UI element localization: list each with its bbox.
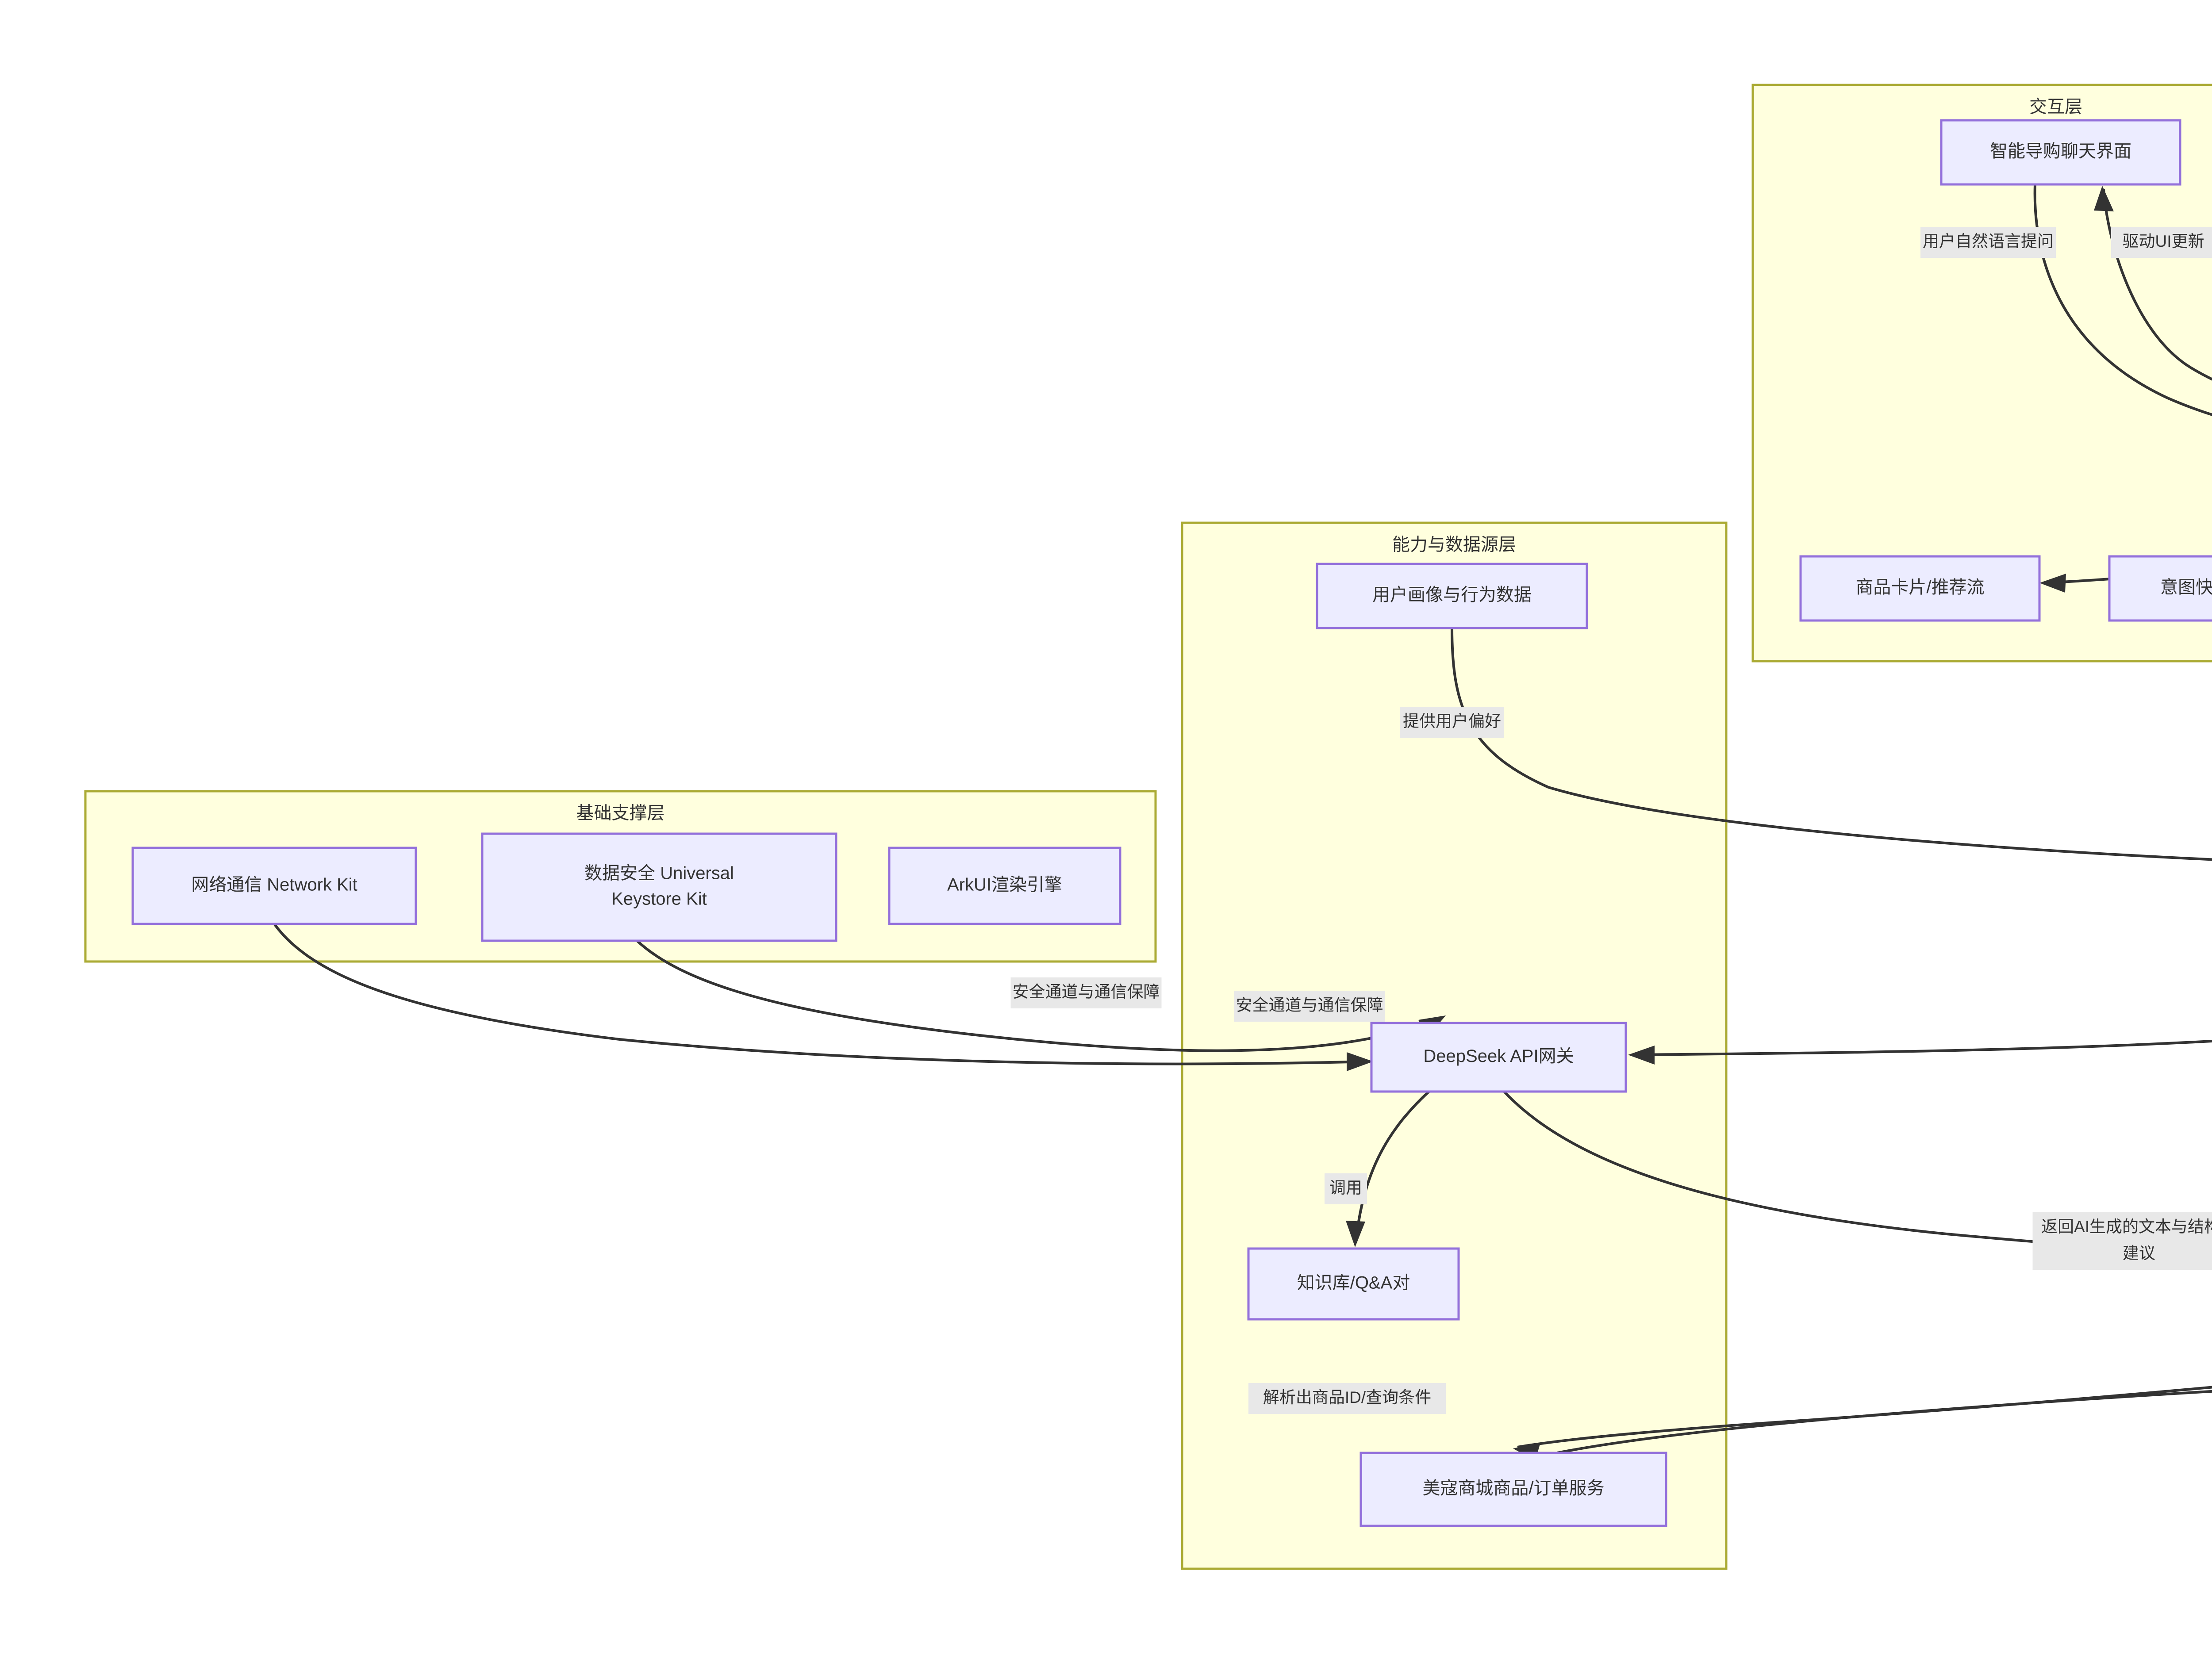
node-box-deepseek_gw[interactable] <box>1370 1022 1627 1093</box>
node-label-deepseek_gw: DeepSeek API网关 <box>1423 1046 1574 1066</box>
node-user_profile[interactable]: 用户画像与行为数据 <box>1316 563 1588 629</box>
edge-label-bg-e1 <box>1920 227 2056 258</box>
node-arkui_engine[interactable]: ArkUI渲染引擎 <box>888 847 1121 925</box>
edge-label-e8: 返回AI生成的文本与结构化建议 <box>2032 1212 2212 1270</box>
node-network_kit[interactable]: 网络通信 Network Kit <box>131 847 417 925</box>
edge-label-e13: 安全通道与通信保障 <box>1010 977 1162 1008</box>
node-intent_button[interactable]: 意图快捷按钮 <box>2108 555 2212 622</box>
node-knowledge_qa[interactable]: 知识库/Q&A对 <box>1247 1247 1460 1321</box>
edge-label-text-e12: 提供用户偏好 <box>1403 712 1501 730</box>
edge-label-bg-e2 <box>2111 227 2212 258</box>
edge-label-e2: 驱动UI更新 <box>2111 227 2212 258</box>
edge-label-bg-e9 <box>1248 1383 1446 1414</box>
edge-label-e7: 调用 <box>1325 1173 1367 1204</box>
node-label-user_profile: 用户画像与行为数据 <box>1372 585 1532 605</box>
node-label-keystore_kit: Keystore Kit <box>611 889 707 909</box>
node-label-keystore_kit: 数据安全 Universal <box>584 864 734 883</box>
edge-label-e9: 解析出商品ID/查询条件 <box>1248 1383 1446 1414</box>
node-label-chat_ui: 智能导购聊天界面 <box>1990 142 2131 161</box>
node-chat_ui[interactable]: 智能导购聊天界面 <box>1940 119 2181 186</box>
edge-networkkit-to-gateway <box>273 923 1373 1071</box>
edge-label-e14: 安全通道与通信保障 <box>1234 991 1385 1022</box>
edge-label-text-e14: 安全通道与通信保障 <box>1236 996 1383 1014</box>
edge-label-text-e8: 返回AI生成的文本与结构化 <box>2041 1218 2212 1236</box>
edge-label-e12: 提供用户偏好 <box>1400 707 1504 738</box>
cluster-title-interaction: 交互层 <box>2029 97 2082 117</box>
node-box-arkui_engine[interactable] <box>888 847 1121 925</box>
node-label-mall_service: 美寇商城商品/订单服务 <box>1422 1479 1604 1498</box>
node-box-user_profile[interactable] <box>1316 563 1588 629</box>
node-box-network_kit[interactable] <box>131 847 417 925</box>
node-box-keystore_kit[interactable] <box>481 832 837 942</box>
edge-label-text-e13: 安全通道与通信保障 <box>1013 983 1160 1001</box>
cluster-title-foundation: 基础支撑层 <box>576 804 665 823</box>
node-box-intent_button[interactable] <box>2108 555 2212 622</box>
edge-aiguide-to-chat <box>2094 186 2212 381</box>
node-deepseek_gw[interactable]: DeepSeek API网关 <box>1370 1022 1627 1093</box>
node-mall_service[interactable]: 美寇商城商品/订单服务 <box>1359 1452 1667 1527</box>
node-box-chat_ui[interactable] <box>1940 119 2181 186</box>
edge-label-bg-e12 <box>1400 707 1504 738</box>
node-box-knowledge_qa[interactable] <box>1247 1247 1460 1321</box>
node-label-knowledge_qa: 知识库/Q&A对 <box>1297 1273 1410 1293</box>
edge-label-e1: 用户自然语言提问 <box>1920 227 2056 258</box>
edge-label-text-e8: 建议 <box>2123 1244 2155 1262</box>
cluster-title-capability: 能力与数据源层 <box>1392 535 1516 555</box>
edge-label-text-e1: 用户自然语言提问 <box>1923 232 2054 250</box>
node-label-product_card: 商品卡片/推荐流 <box>1855 578 1984 597</box>
edge-gateway-to-knowledge <box>1346 1090 1430 1247</box>
edge-prompteng-to-gateway <box>1628 1040 2212 1065</box>
node-box-mall_service[interactable] <box>1359 1452 1667 1527</box>
node-label-arkui_engine: ArkUI渲染引擎 <box>947 875 1062 895</box>
edge-label-text-e2: 驱动UI更新 <box>2123 232 2204 250</box>
node-label-intent_button: 意图快捷按钮 <box>2160 578 2212 597</box>
node-box-product_card[interactable] <box>1799 555 2041 622</box>
edge-label-bg-e13 <box>1010 977 1162 1008</box>
edge-mall-to-multiparse <box>1557 1390 2212 1454</box>
node-label-network_kit: 网络通信 Network Kit <box>191 875 357 895</box>
edge-label-text-e9: 解析出商品ID/查询条件 <box>1263 1388 1431 1406</box>
edge-label-text-e7: 调用 <box>1329 1179 1362 1197</box>
edge-label-bg-e14 <box>1234 991 1385 1022</box>
node-product_card[interactable]: 商品卡片/推荐流 <box>1799 555 2041 622</box>
edge-label-bg-e8 <box>2032 1212 2212 1270</box>
edge-label-bg-e7 <box>1325 1173 1367 1204</box>
